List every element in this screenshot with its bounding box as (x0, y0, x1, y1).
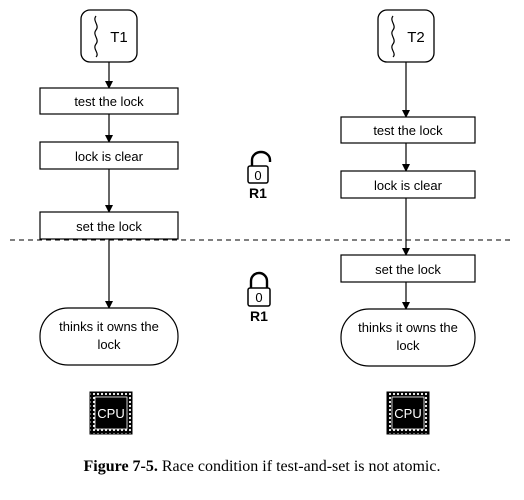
closed-padlock-icon: 0 (247, 271, 271, 307)
outcome-terminal: thinks it owns the lock (340, 308, 476, 367)
outcome-line-1: thinks it owns the (59, 319, 159, 334)
cpu-chip-icon: CPU (386, 391, 430, 435)
step-label: lock is clear (374, 178, 443, 193)
outcome-line-2: lock (396, 338, 420, 353)
outcome-line-2: lock (97, 337, 121, 352)
step-label: lock is clear (75, 149, 144, 164)
padlock-mark: 0 (254, 168, 261, 183)
step-box: lock is clear (340, 170, 476, 199)
step-box: set the lock (39, 211, 179, 240)
resource-label: R1 (250, 308, 268, 324)
thread-wave-icon (94, 15, 98, 58)
figure-number: Figure 7-5. (83, 458, 158, 475)
thread-wave-icon (391, 15, 395, 58)
thread-label: T1 (110, 29, 128, 46)
cpu-label: CPU (394, 406, 421, 421)
figure-caption: Figure 7-5. Race condition if test-and-s… (0, 458, 524, 476)
open-padlock-icon: 0 (247, 150, 272, 184)
step-label: test the lock (373, 123, 443, 138)
thread-label: T2 (407, 29, 425, 46)
resource-label: R1 (249, 185, 267, 201)
step-box: test the lock (340, 116, 476, 144)
step-label: set the lock (375, 262, 441, 277)
thread-t1-node: T1 (80, 9, 138, 63)
step-label: test the lock (74, 94, 144, 109)
outcome-terminal: thinks it owns the lock (39, 307, 179, 366)
outcome-line-1: thinks it owns the (358, 320, 458, 335)
thread-t2-node: T2 (377, 9, 435, 63)
step-box: set the lock (340, 254, 476, 283)
caption-text: Race condition if test-and-set is not at… (161, 458, 441, 475)
step-box: test the lock (39, 87, 179, 115)
step-box: lock is clear (39, 141, 179, 170)
padlock-mark: 0 (255, 290, 262, 305)
cpu-label: CPU (97, 406, 124, 421)
cpu-chip-icon: CPU (89, 391, 133, 435)
step-label: set the lock (76, 219, 142, 234)
